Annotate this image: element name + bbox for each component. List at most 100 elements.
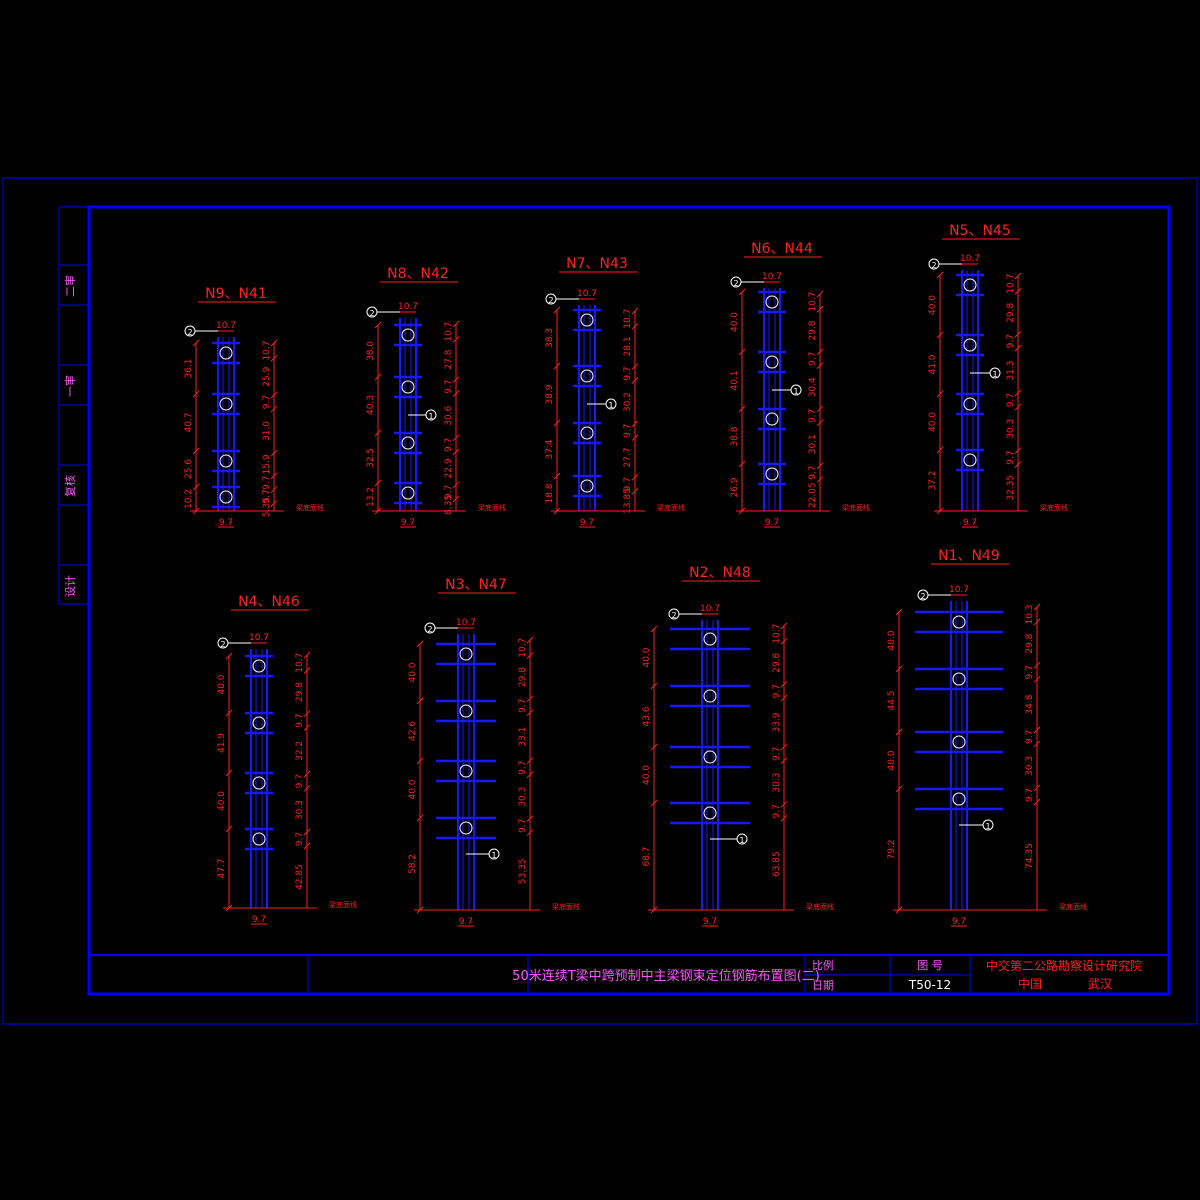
right-dim-value: 13.85	[623, 488, 633, 514]
right-dim-value: 9.7	[1025, 730, 1035, 744]
bottom-spacing-label: 9.7	[765, 518, 779, 528]
right-dim-value: 30.1	[808, 434, 818, 454]
left-dim-value: 58.2	[408, 854, 418, 874]
right-dim-value: 8.35	[444, 495, 454, 515]
right-dim-value: 34.8	[1025, 694, 1035, 714]
right-dim-tick	[816, 290, 824, 298]
right-dim-value: 27.8	[444, 349, 454, 369]
right-dim-tick	[1033, 675, 1041, 683]
rebar-diagram: N9、N4110.7236.140.725.610.210.725.99.731…	[184, 286, 324, 528]
right-dim-tick	[270, 354, 278, 362]
left-dim-tick	[738, 405, 746, 413]
right-dim-tick	[816, 348, 824, 356]
bottom-spacing-label: 9.7	[963, 518, 977, 528]
right-dim-value: 9.7	[518, 819, 528, 833]
duct-circle	[219, 454, 233, 468]
right-dim-value: 30.3	[1006, 419, 1016, 439]
left-dim-tick	[650, 743, 658, 751]
left-dim-tick	[192, 339, 200, 347]
ref-mark-2-label: 2	[733, 279, 738, 288]
left-dim-tick	[738, 460, 746, 468]
right-dim-value: 22.9	[444, 458, 454, 478]
left-dim-tick	[374, 321, 382, 329]
right-dim-tick	[526, 636, 534, 644]
ref-mark-2-label: 2	[548, 296, 553, 305]
duct-circle	[459, 764, 473, 778]
duct-circle	[703, 632, 717, 646]
right-dim-tick	[780, 800, 788, 808]
right-dim-tick	[526, 709, 534, 717]
left-dim-tick	[936, 390, 944, 398]
right-dim-value: 10.7	[1006, 274, 1016, 294]
rebar-diagram: N4、N4610.7240.041.940.047.710.729.89.732…	[217, 594, 357, 925]
right-dim-value: 29.8	[772, 652, 782, 672]
left-dim-tick	[895, 785, 903, 793]
side-label-approve: 二审	[63, 275, 77, 297]
left-dim-tick	[374, 373, 382, 381]
beam-bottom-label: 梁底面线	[842, 503, 870, 512]
duct-circle	[580, 426, 594, 440]
org-city: 武汉	[1088, 977, 1112, 991]
left-dim-tick	[895, 665, 903, 673]
left-dim-tick	[225, 769, 233, 777]
right-dim-tick	[816, 362, 824, 369]
rebar-diagram: N6、N4410.7240.040.138.826.910.729.89.730…	[730, 241, 870, 528]
ref-mark-1-label: 1	[992, 370, 997, 379]
ref-mark-1-label: 1	[985, 822, 990, 831]
duct-circle	[952, 615, 966, 629]
right-dim-value: 10.7	[623, 309, 633, 329]
duct-circle	[703, 806, 717, 820]
duct-circle	[580, 369, 594, 383]
left-dim-tick	[225, 709, 233, 717]
right-dim-tick	[780, 757, 788, 765]
top-spacing-label: 10.7	[249, 633, 269, 643]
left-dim-value: 40.0	[887, 750, 897, 770]
right-dim-value: 9.7	[772, 684, 782, 698]
beam-bottom-label: 梁底面线	[657, 503, 685, 512]
right-dim-tick	[1014, 344, 1022, 352]
right-dim-value: 9.7	[772, 804, 782, 818]
left-dim-tick	[374, 429, 382, 437]
right-dim-value: 9.7	[1006, 334, 1016, 348]
right-dim-tick	[526, 829, 534, 837]
left-dim-tick	[936, 446, 944, 454]
left-dim-value: 38.0	[366, 341, 376, 361]
left-dim-value: 37.2	[928, 470, 938, 490]
right-dim-value: 10.7	[808, 292, 818, 312]
right-dim-tick	[452, 434, 460, 442]
left-dim-value: 37.4	[545, 439, 555, 459]
diagram-title: N7、N43	[566, 256, 628, 272]
right-dim-value: 9.7	[808, 409, 818, 423]
left-dim-tick	[936, 331, 944, 339]
rebar-diagram: N1、N4910.7240.044.540.079.210.329.89.734…	[887, 548, 1087, 927]
right-dim-tick	[526, 695, 534, 703]
duct-circle	[580, 479, 594, 493]
right-dim-tick	[780, 814, 788, 822]
left-dim-value: 40.3	[366, 395, 376, 415]
ref-mark-1-label: 1	[739, 836, 744, 845]
left-dim-value: 38.9	[545, 384, 555, 404]
org-country: 中国	[1018, 976, 1042, 991]
left-dim-tick	[225, 825, 233, 833]
left-dim-value: 40.0	[408, 779, 418, 799]
ref-mark-2-label: 2	[187, 328, 192, 337]
left-dim-value: 41.0	[928, 354, 938, 374]
left-dim-tick	[225, 652, 233, 660]
right-dim-tick	[526, 652, 534, 659]
ref-mark-1-label: 1	[608, 401, 613, 410]
diagram-title: N9、N41	[205, 286, 267, 302]
right-dim-value: 29.8	[295, 682, 305, 702]
right-dim-tick	[526, 757, 534, 765]
right-dim-value: 9.7	[623, 366, 633, 380]
left-dim-value: 40.0	[887, 630, 897, 650]
duct-circle	[401, 380, 415, 394]
ref-mark-1-label: 1	[491, 851, 496, 860]
right-dim-value: 31.3	[1006, 361, 1016, 381]
right-dim-value: 10.3	[1025, 604, 1035, 624]
right-dim-tick	[1014, 288, 1022, 295]
right-dim-value: 9.7	[808, 465, 818, 479]
left-dim-value: 38.3	[545, 328, 555, 348]
left-dim-value: 43.6	[642, 706, 652, 726]
right-dim-value: 5.35	[262, 497, 272, 517]
right-dim-value: 10.7	[772, 624, 782, 644]
